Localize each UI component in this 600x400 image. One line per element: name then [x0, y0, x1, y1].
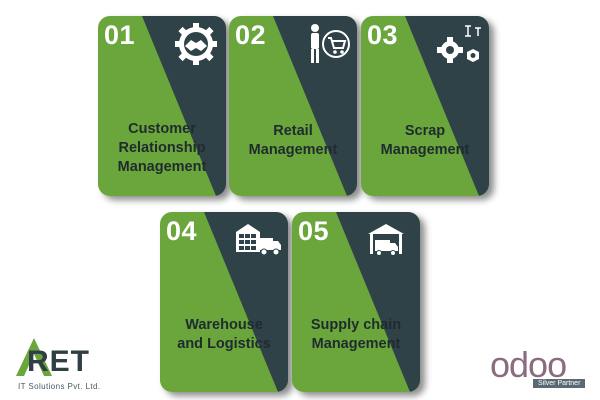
card-background: [292, 212, 420, 392]
card-number: 05: [298, 216, 330, 246]
card-label: Customer Relationship Management: [117, 121, 207, 175]
storage-truck-icon: [368, 224, 404, 256]
card-number: 03: [367, 20, 399, 50]
card-label: Retail Management: [248, 123, 338, 158]
caret-logo-text: RET: [27, 345, 90, 378]
shopper-cart-icon: [311, 24, 350, 63]
card-number: 01: [104, 20, 136, 50]
card-background: [361, 16, 489, 196]
card-number: 04: [166, 216, 198, 246]
card-supply-chain: 05 Supply chain Management: [292, 212, 420, 392]
caret-tagline: IT Solutions Pvt. Ltd.: [18, 382, 101, 391]
gears-tools-icon: [437, 25, 481, 63]
card-crm: 01 Customer Relationship Management: [98, 16, 226, 196]
card-number: 02: [235, 20, 267, 50]
odoo-logo: odoo: [490, 344, 567, 385]
warehouse-truck-icon: [236, 224, 281, 256]
silver-partner-badge: Silver Partner: [533, 379, 586, 388]
handshake-gear-icon: [175, 23, 217, 65]
card-label: Supply chain Management: [310, 317, 402, 352]
card-scrap: 03 Scrap Management: [361, 16, 489, 196]
caret-logo-icon: [16, 338, 52, 376]
card-warehouse: 04 Warehouse and Logistics: [160, 212, 288, 392]
card-label: Scrap Management: [380, 123, 470, 158]
card-retail: 02 Retail Management: [229, 16, 357, 196]
card-label: Warehouse and Logistics: [177, 317, 271, 352]
card-background: [229, 16, 357, 196]
